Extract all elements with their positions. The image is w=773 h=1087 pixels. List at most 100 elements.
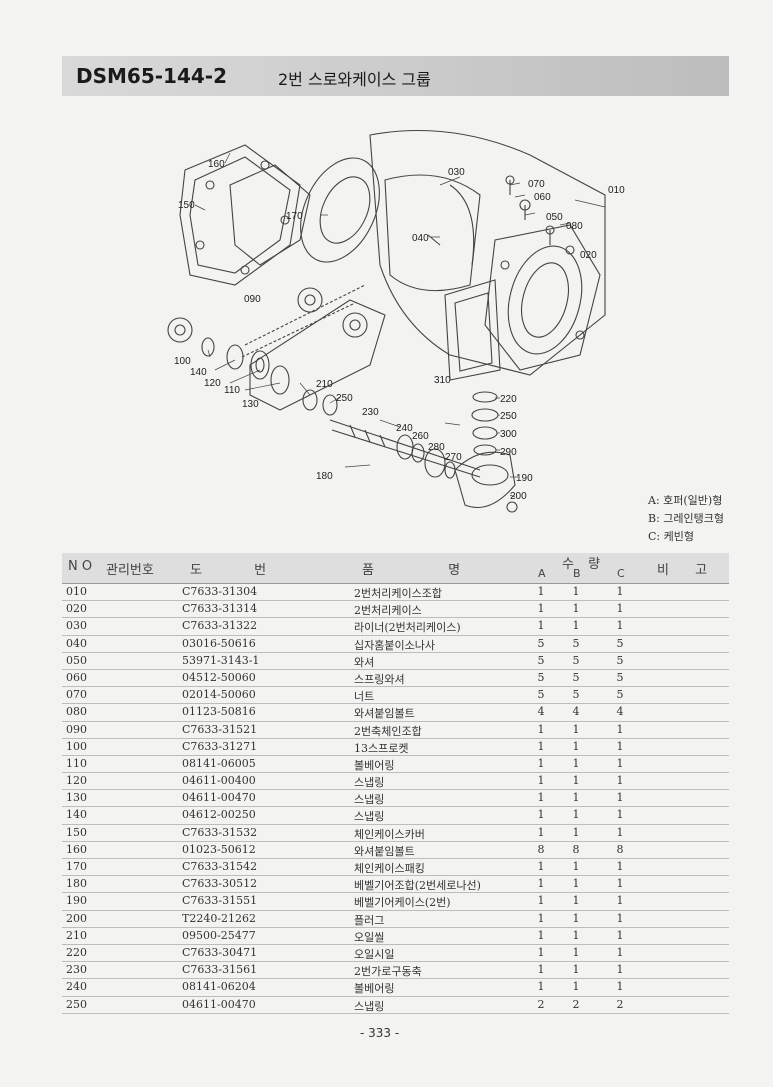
callout-190: 190 — [516, 473, 533, 484]
qty-c-cell: 2 — [616, 997, 624, 1011]
part-name-cell: 와셔붙임볼트 — [354, 844, 415, 858]
qty-b-cell: 1 — [572, 860, 580, 873]
bolt-parts — [427, 175, 555, 246]
qty-a-cell: 1 — [537, 791, 545, 805]
part-name-cell: 십자홈붙이소나사 — [354, 638, 435, 652]
part-no-cell: 060 — [66, 670, 87, 684]
callout-060: 060 — [534, 192, 551, 203]
callout-020: 020 — [580, 250, 597, 261]
part-no-cell: 100 — [66, 739, 87, 753]
qty-b-cell: 1 — [572, 756, 580, 770]
qty-a-cell: 4 — [537, 705, 545, 719]
qty-c-cell: 1 — [616, 911, 624, 925]
qty-a-cell: 5 — [537, 653, 545, 667]
drawing-number-cell: C7633-30471 — [182, 945, 258, 959]
part-name-cell: 스프링와셔 — [354, 672, 405, 686]
part-name-cell: 볼베어링 — [354, 758, 395, 772]
part-name-cell: 13스프로켓 — [354, 741, 409, 755]
qty-a-cell: 5 — [537, 670, 545, 684]
qty-b-cell: 1 — [572, 808, 580, 822]
callout-070: 070 — [528, 179, 545, 190]
chain-case-cover-part — [179, 144, 301, 286]
part-no-cell: 180 — [66, 877, 87, 891]
qty-c-cell: 1 — [616, 739, 624, 753]
part-no-cell: 160 — [66, 842, 87, 856]
part-name-cell: 라이너(2번처리케이스) — [354, 621, 461, 635]
qty-c-cell: 1 — [616, 619, 624, 633]
qty-b-cell: 1 — [572, 877, 580, 891]
drawing-number-cell: 53971-3143-1 — [182, 653, 260, 667]
drawing-number-cell: C7633-31322 — [182, 619, 258, 633]
part-no-cell: 120 — [66, 774, 87, 788]
qty-a-cell: 1 — [537, 911, 545, 925]
drawing-number-cell: C7633-31521 — [182, 722, 258, 736]
legend-b: B: 그레인탱크형 — [648, 512, 725, 525]
qty-c-cell: 5 — [616, 688, 624, 702]
callout-200: 200 — [510, 491, 527, 502]
legend-c: C: 케빈형 — [648, 530, 694, 543]
part-name-cell: 스냅링 — [354, 810, 385, 824]
callout-250a: 250 — [336, 393, 353, 404]
qty-c-cell: 1 — [616, 602, 624, 616]
qty-a-cell: 5 — [537, 688, 545, 702]
part-name-cell: 스냅링 — [354, 793, 385, 807]
callout-160: 160 — [208, 159, 225, 170]
part-no-cell: 030 — [66, 619, 87, 633]
qty-b-cell: 5 — [572, 653, 580, 667]
callout-290: 290 — [500, 447, 517, 458]
qty-a-cell: 1 — [537, 825, 545, 839]
drawing-number-cell: 04611-00470 — [182, 791, 256, 805]
part-no-cell: 010 — [66, 585, 87, 598]
qty-b-cell: 1 — [572, 945, 580, 959]
callout-120: 120 — [204, 378, 221, 389]
qty-a-cell: 2 — [537, 997, 545, 1011]
header-drawing: 도 번 — [190, 563, 267, 578]
qty-c-cell: 1 — [616, 825, 624, 839]
part-name-cell: 2번가로구동축 — [354, 965, 422, 979]
qty-b-cell: 1 — [572, 980, 580, 994]
drawing-number-cell: C7633-30512 — [182, 877, 258, 891]
callout-300: 300 — [500, 429, 517, 440]
qty-c-cell: 1 — [616, 928, 624, 942]
part-no-cell: 220 — [66, 945, 87, 959]
part-no-cell: 250 — [66, 997, 87, 1011]
callout-220: 220 — [500, 394, 517, 405]
part-no-cell: 240 — [66, 980, 87, 994]
callout-090: 090 — [244, 294, 261, 305]
drawing-number-cell: T2240-21262 — [182, 911, 257, 925]
qty-a-cell: 1 — [537, 808, 545, 822]
callout-230: 230 — [362, 407, 379, 418]
qty-b-cell: 1 — [572, 894, 580, 908]
part-name-cell: 와셔 — [354, 655, 375, 669]
callout-260: 260 — [412, 431, 429, 442]
qty-b-cell: 1 — [572, 585, 580, 598]
part-no-cell: 200 — [66, 911, 87, 925]
part-name-cell: 오일시일 — [354, 947, 395, 961]
drawing-number-cell: 04512-50060 — [182, 670, 256, 684]
part-name-cell: 체인케이스패킹 — [354, 862, 425, 875]
qty-a-cell: 1 — [537, 774, 545, 788]
chain-part — [241, 284, 366, 358]
legend: A: 호퍼(일반)형 B: 그레인탱크형 C: 케빈형 — [648, 492, 724, 546]
callout-010: 010 — [608, 185, 625, 196]
qty-c-cell: 5 — [616, 670, 624, 684]
qty-a-cell: 1 — [537, 894, 545, 908]
qty-c-cell: 1 — [616, 722, 624, 736]
drawing-number-cell: 01123-50816 — [182, 705, 256, 719]
qty-b-cell: 2 — [572, 997, 580, 1011]
part-name-cell: 스냅링 — [354, 776, 385, 790]
drawing-number-cell: C7633-31304 — [182, 585, 258, 598]
callout-080: 080 — [566, 221, 583, 232]
qty-c-cell: 1 — [616, 774, 624, 788]
part-no-cell: 080 — [66, 705, 87, 719]
qty-b-cell: 5 — [572, 636, 580, 650]
qty-a-cell: 1 — [537, 980, 545, 994]
part-no-cell: 170 — [66, 860, 87, 873]
qty-a-cell: 1 — [537, 963, 545, 977]
